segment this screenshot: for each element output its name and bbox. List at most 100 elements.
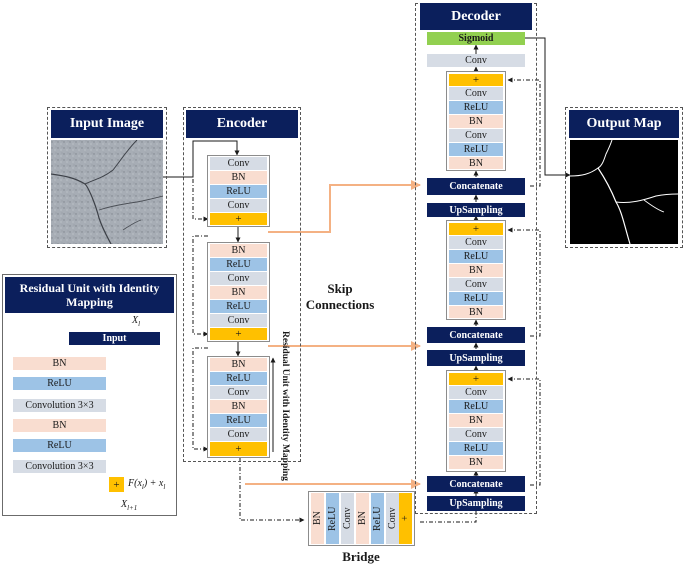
dec-bot-conv-1: Conv bbox=[449, 386, 503, 399]
ru-formula-tail: ) + x bbox=[143, 478, 164, 489]
sigmoid-to-output bbox=[525, 37, 571, 178]
dec-bot-add: + bbox=[449, 373, 503, 385]
dec-top-conv-2: Conv bbox=[449, 129, 503, 142]
enc1-add: + bbox=[210, 213, 267, 225]
enc2-relu-1: ReLU bbox=[210, 258, 267, 271]
skip-label-line-1: Skip bbox=[327, 281, 353, 296]
enc3-bn-2: BN bbox=[210, 400, 267, 413]
enc3-conv-2: Conv bbox=[210, 428, 267, 441]
dec-mid-bn-1: BN bbox=[449, 264, 503, 277]
ru-formula-sub: l bbox=[141, 483, 144, 491]
output-map-title: Output Map bbox=[569, 110, 679, 138]
enc1-conv-2: Conv bbox=[210, 199, 267, 212]
bridge-bn-2: BN bbox=[356, 493, 369, 544]
dec-identity-2 bbox=[507, 227, 541, 337]
encoder-residual-side-label: Residual Unit with Identity Mapping bbox=[280, 331, 290, 481]
encoder-frame bbox=[183, 107, 301, 462]
dec-top-bn-1: BN bbox=[449, 115, 503, 128]
enc3-bn-1: BN bbox=[210, 358, 267, 371]
ru-relu-1: ReLU bbox=[13, 377, 106, 390]
enc2-bn-1: BN bbox=[210, 244, 267, 257]
dec-mid-conv-2: Conv bbox=[449, 278, 503, 291]
skip-connection-1 bbox=[268, 180, 421, 233]
enc3-relu-2: ReLU bbox=[210, 414, 267, 427]
enc2-conv-2: Conv bbox=[210, 314, 267, 327]
ru-relu-2: ReLU bbox=[13, 439, 106, 452]
ru-xl-label: Xl bbox=[132, 315, 140, 328]
decoder-upsampling-1: UpSampling bbox=[427, 203, 525, 217]
ru-xout-text: X bbox=[121, 499, 128, 510]
skip-label-line-2: Connections bbox=[305, 297, 375, 312]
residual-unit-panel bbox=[2, 274, 177, 516]
ru-xl-sub: l bbox=[138, 320, 141, 328]
ru-input: Input bbox=[69, 332, 160, 345]
ru-formula-tail-sub: l bbox=[163, 483, 166, 491]
ru-xout-label: Xl+1 bbox=[121, 499, 137, 512]
input-to-encoder-line bbox=[161, 140, 240, 178]
enc3-add: + bbox=[210, 442, 267, 456]
enc3-relu-1: ReLU bbox=[210, 372, 267, 385]
dec-mid-bn-2: BN bbox=[449, 306, 503, 318]
dec-identity-1 bbox=[507, 376, 541, 486]
dec-mid-conv-1: Conv bbox=[449, 236, 503, 249]
ru-bn-2: BN bbox=[13, 419, 106, 432]
input-image-frame bbox=[47, 107, 167, 248]
dec-identity-3 bbox=[507, 77, 541, 187]
output-map-frame bbox=[565, 107, 683, 248]
ru-xl-text: X bbox=[132, 315, 139, 326]
input-image-title: Input Image bbox=[51, 110, 163, 138]
enc1-conv-1: Conv bbox=[210, 157, 267, 170]
input-crack-image bbox=[51, 140, 163, 244]
decoder-sigmoid: Sigmoid bbox=[427, 32, 525, 45]
bridge-conv-2: Conv bbox=[386, 493, 399, 544]
dec-top-add: + bbox=[449, 74, 503, 86]
dec-mid-add: + bbox=[449, 223, 503, 235]
dec-bot-bn-2: BN bbox=[449, 456, 503, 469]
enc3-conv-1: Conv bbox=[210, 386, 267, 399]
ru-formula-text: F(x bbox=[128, 478, 142, 489]
ru-xout-sub: l+1 bbox=[127, 504, 138, 512]
encoder-title: Encoder bbox=[186, 110, 298, 138]
dec-bot-relu-2: ReLU bbox=[449, 442, 503, 455]
ru-bn-1: BN bbox=[13, 357, 106, 370]
bridge-add: + bbox=[399, 493, 412, 544]
enc-identity-1 bbox=[192, 152, 209, 222]
decoder-upsampling-2: UpSampling bbox=[427, 350, 525, 366]
bridge-bn-1: BN bbox=[311, 493, 324, 544]
dec-mid-relu-2: ReLU bbox=[449, 292, 503, 305]
dec-top-relu-2: ReLU bbox=[449, 143, 503, 156]
ru-conv-2: Convolution 3×3 bbox=[13, 460, 106, 473]
bridge-conv-1: Conv bbox=[341, 493, 354, 544]
decoder-title: Decoder bbox=[420, 3, 532, 30]
bridge-relu-1: ReLU bbox=[326, 493, 339, 544]
enc-identity-3 bbox=[192, 347, 209, 452]
dec-bot-bn-1: BN bbox=[449, 414, 503, 427]
bridge-title: Bridge bbox=[342, 549, 380, 564]
enc2-bn-2: BN bbox=[210, 286, 267, 299]
enc2-conv-1: Conv bbox=[210, 272, 267, 285]
dec-top-bn-2: BN bbox=[449, 157, 503, 169]
dec-bot-conv-2: Conv bbox=[449, 428, 503, 441]
decoder-concatenate-1: Concatenate bbox=[427, 178, 525, 195]
enc1-relu: ReLU bbox=[210, 185, 267, 198]
ru-formula: F(xl) + xl bbox=[128, 478, 165, 491]
bridge-to-decoder bbox=[420, 510, 477, 523]
encoder-to-bridge bbox=[239, 458, 305, 523]
dec-top-relu-1: ReLU bbox=[449, 101, 503, 114]
enc1-bn: BN bbox=[210, 171, 267, 184]
decoder-final-conv: Conv bbox=[427, 54, 525, 67]
enc-identity-2 bbox=[192, 235, 209, 337]
bridge-relu-2: ReLU bbox=[371, 493, 384, 544]
decoder-upsampling-3: UpSampling bbox=[427, 496, 525, 511]
dec-top-conv-1: Conv bbox=[449, 87, 503, 100]
decoder-concatenate-3: Concatenate bbox=[427, 476, 525, 492]
decoder-concatenate-2: Concatenate bbox=[427, 327, 525, 343]
residual-unit-title: Residual Unit with Identity Mapping bbox=[5, 277, 174, 313]
dec-mid-relu-1: ReLU bbox=[449, 250, 503, 263]
dec-bot-relu-1: ReLU bbox=[449, 400, 503, 413]
ru-add: + bbox=[109, 477, 124, 492]
skip-connections-label: Skip Connections bbox=[300, 281, 380, 313]
output-map-image bbox=[570, 140, 678, 244]
enc2-add: + bbox=[210, 328, 267, 340]
